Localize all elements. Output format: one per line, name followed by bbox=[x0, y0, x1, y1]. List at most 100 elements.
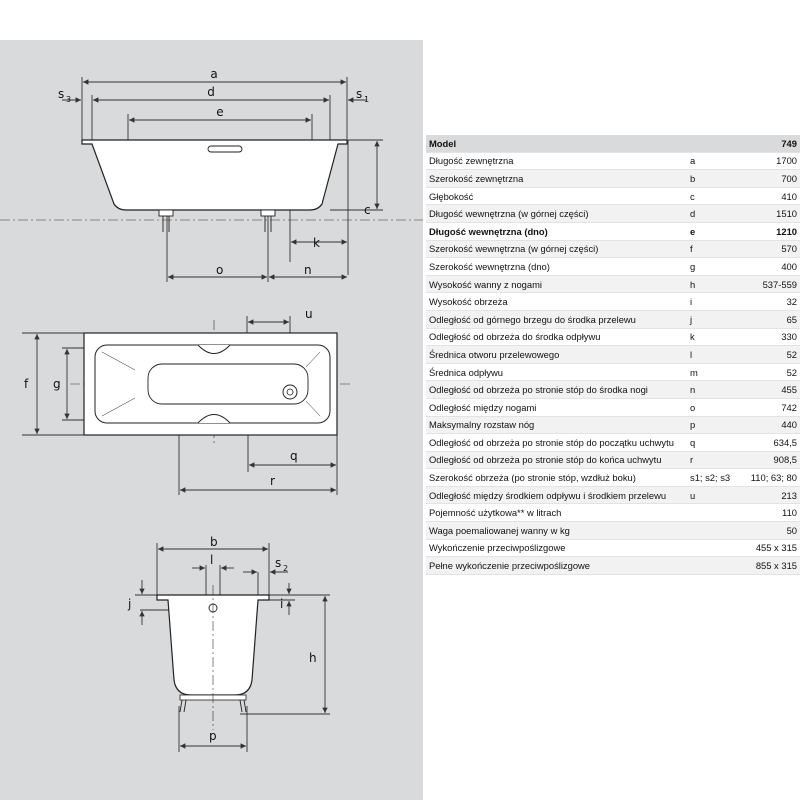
table-row: Odległość od obrzeża po stronie stóp do … bbox=[426, 433, 800, 452]
param-cell: Średnica odpływu bbox=[426, 363, 687, 382]
symbol-cell: p bbox=[687, 416, 741, 435]
side-view-dimension-lines bbox=[62, 77, 383, 282]
label-r: r bbox=[270, 474, 275, 488]
symbol-cell: n bbox=[687, 380, 741, 399]
value-cell: 50 bbox=[741, 521, 800, 540]
label-p: p bbox=[209, 729, 217, 743]
side-view-grip bbox=[207, 145, 243, 153]
top-view-labels: f g u q r bbox=[24, 307, 313, 488]
value-cell: 634,5 bbox=[741, 433, 800, 452]
label-o: o bbox=[216, 263, 223, 277]
side-view-feet bbox=[158, 209, 276, 232]
table-row: Odległość od obrzeża po stronie stóp do … bbox=[426, 380, 800, 399]
label-l: l bbox=[210, 553, 213, 567]
table-row: Odległość od obrzeża po stronie stóp do … bbox=[426, 451, 800, 470]
value-cell: 700 bbox=[741, 169, 800, 188]
table-row: Pojemność użytkowa** w litrach 110 bbox=[426, 503, 800, 523]
value-cell: 213 bbox=[741, 486, 800, 505]
symbol-cell: a bbox=[687, 152, 741, 171]
label-d: d bbox=[207, 85, 215, 99]
param-cell: Szerokość wewnętrzna (w górnej części) bbox=[426, 240, 687, 259]
param-cell: Odległość od górnego brzegu do środka pr… bbox=[426, 310, 687, 329]
param-cell: Szerokość zewnętrzna bbox=[426, 169, 687, 188]
end-view-labels: b l s 2 j i h p bbox=[127, 535, 317, 743]
label-q: q bbox=[290, 449, 298, 463]
end-view-feet bbox=[179, 699, 247, 713]
table-row: Odległość od górnego brzegu do środka pr… bbox=[426, 310, 800, 329]
technical-drawing-panel: a d e s 3 s 1 c k o n bbox=[0, 40, 423, 800]
param-cell: Odległość między środkiem odpływu i środ… bbox=[426, 486, 687, 505]
symbol-cell: r bbox=[687, 451, 741, 470]
symbol-cell bbox=[687, 521, 741, 540]
footer-param-cell: Pełne wykończenie przeciwpoślizgowe bbox=[426, 556, 687, 575]
label-u: u bbox=[305, 307, 313, 321]
symbol-cell: d bbox=[687, 204, 741, 223]
param-cell: Długość wewnętrzna (dno) bbox=[426, 222, 687, 241]
value-cell: 570 bbox=[741, 240, 800, 259]
top-view-tub bbox=[83, 332, 338, 436]
header-model-number: 749 bbox=[741, 135, 800, 153]
label-n: n bbox=[304, 263, 312, 277]
value-cell: 537-559 bbox=[741, 275, 800, 294]
symbol-cell: f bbox=[687, 240, 741, 259]
header-empty-cell bbox=[687, 135, 741, 153]
top-view: f g u q r bbox=[22, 307, 350, 495]
label-c: c bbox=[364, 203, 371, 217]
value-cell: 440 bbox=[741, 416, 800, 435]
value-cell: 400 bbox=[741, 257, 800, 276]
symbol-cell: k bbox=[687, 328, 741, 347]
value-cell: 455 bbox=[741, 380, 800, 399]
label-f: f bbox=[24, 377, 29, 391]
symbol-cell: g bbox=[687, 257, 741, 276]
label-s2: s bbox=[275, 556, 281, 570]
symbol-cell: h bbox=[687, 275, 741, 294]
symbol-cell: c bbox=[687, 187, 741, 206]
footer-value-cell: 855 x 315 bbox=[687, 556, 800, 575]
param-cell: Maksymalny rozstaw nóg bbox=[426, 416, 687, 435]
value-cell: 1700 bbox=[741, 152, 800, 171]
label-s1-sub: 1 bbox=[364, 95, 369, 104]
label-s3: s bbox=[58, 87, 64, 101]
symbol-cell: l bbox=[687, 345, 741, 364]
symbol-cell: q bbox=[687, 433, 741, 452]
header-model-label: Model bbox=[426, 135, 687, 153]
param-cell: Odległość od obrzeża po stronie stóp do … bbox=[426, 380, 687, 399]
label-e: e bbox=[216, 105, 223, 119]
param-cell: Długość zewnętrzna bbox=[426, 152, 687, 171]
symbol-cell: m bbox=[687, 363, 741, 382]
value-cell: 52 bbox=[741, 345, 800, 364]
label-k: k bbox=[313, 236, 320, 250]
table-header-row: Model 749 bbox=[426, 135, 800, 153]
param-cell: Pojemność użytkowa** w litrach bbox=[426, 503, 687, 523]
label-g: g bbox=[53, 377, 61, 391]
value-cell: 110 bbox=[741, 503, 800, 523]
param-cell: Odległość między nogami bbox=[426, 398, 687, 417]
symbol-cell: o bbox=[687, 398, 741, 417]
label-s2-sub: 2 bbox=[283, 564, 288, 573]
param-cell: Szerokość wewnętrzna (dno) bbox=[426, 257, 687, 276]
value-cell: 330 bbox=[741, 328, 800, 347]
symbol-cell bbox=[687, 503, 741, 523]
symbol-cell: i bbox=[687, 292, 741, 311]
symbol-cell: e bbox=[687, 222, 741, 241]
symbol-cell: j bbox=[687, 310, 741, 329]
value-cell: 410 bbox=[741, 187, 800, 206]
footer-value-cell: 455 x 315 bbox=[687, 539, 800, 558]
value-cell: 908,5 bbox=[741, 451, 800, 470]
footer-param-cell: Wykończenie przeciwpoślizgowe bbox=[426, 539, 687, 558]
param-cell: Waga poemaliowanej wanny w kg bbox=[426, 521, 687, 540]
